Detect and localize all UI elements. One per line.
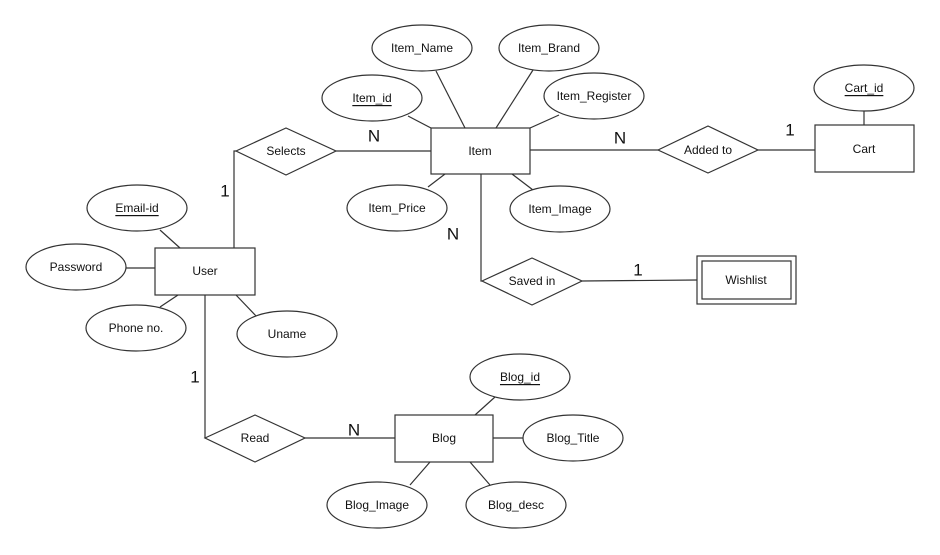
line-user-selects: [233, 150, 236, 248]
entity-cart[interactable]: Cart: [814, 124, 915, 173]
line-phone: [159, 294, 179, 308]
entity-label: Cart: [853, 142, 876, 156]
attribute-item-image[interactable]: Item_Image: [509, 185, 611, 233]
attribute-label: Item_Name: [391, 41, 453, 55]
line-item-savedin: [480, 174, 482, 282]
attribute-password[interactable]: Password: [25, 243, 127, 291]
cardinality-label: 1: [785, 121, 794, 140]
line-blog-id: [474, 396, 496, 416]
relationship-read[interactable]: Read: [203, 414, 307, 463]
cardinality-label: N: [447, 225, 459, 244]
attribute-cart-id-key[interactable]: Cart_id: [813, 64, 915, 112]
line-item-brand: [495, 69, 534, 129]
attribute-label: Item_id: [352, 91, 391, 105]
relationship-label: Read: [241, 431, 270, 445]
cardinality-label: 1: [633, 261, 642, 280]
attribute-label: Password: [50, 260, 103, 274]
line-blog-image: [409, 461, 431, 486]
entity-wishlist-weak[interactable]: Wishlist: [696, 255, 797, 305]
cardinality-label: N: [614, 129, 626, 148]
line-item-image: [511, 173, 534, 191]
attribute-label: Blog_Title: [547, 431, 600, 445]
attribute-item-register[interactable]: Item_Register: [543, 72, 645, 120]
relationship-label: Selects: [266, 144, 305, 158]
line-item-price: [427, 173, 446, 188]
cardinality-label: 1: [190, 368, 199, 387]
attribute-label: Item_Brand: [518, 41, 580, 55]
attribute-label: Item_Image: [528, 202, 592, 216]
attribute-item-price[interactable]: Item_Price: [346, 184, 448, 232]
attribute-blog-id-key[interactable]: Blog_id: [469, 353, 571, 401]
attribute-label: Phone no.: [109, 321, 164, 335]
line-item-name: [435, 70, 466, 129]
attribute-label: Item_Price: [368, 201, 426, 215]
relationship-added-to[interactable]: Added to: [656, 125, 760, 174]
attribute-blog-desc[interactable]: Blog_desc: [465, 481, 567, 529]
entity-user[interactable]: User: [154, 247, 256, 296]
cardinality-label: N: [348, 421, 360, 440]
line-savedin-wishlist: [581, 279, 698, 282]
line-blog-desc: [469, 461, 491, 486]
attribute-item-id-key[interactable]: Item_id: [321, 74, 423, 122]
entity-blog[interactable]: Blog: [394, 414, 494, 463]
relationship-selects[interactable]: Selects: [234, 127, 338, 176]
entity-label: Wishlist: [725, 273, 767, 287]
line-item-id: [407, 115, 432, 129]
attribute-phone-no[interactable]: Phone no.: [85, 304, 187, 352]
attribute-item-name[interactable]: Item_Name: [371, 24, 473, 72]
attribute-blog-image[interactable]: Blog_Image: [326, 481, 428, 529]
entity-item[interactable]: Item: [430, 127, 531, 175]
entity-label: Item: [468, 144, 491, 158]
line-uname: [235, 294, 259, 319]
attribute-label: Cart_id: [845, 81, 884, 95]
line-item-register: [529, 114, 560, 129]
relationship-label: Added to: [684, 143, 732, 157]
attribute-label: Uname: [268, 327, 307, 341]
cardinalities: 1 N N 1 N 1 1 N: [190, 121, 794, 440]
entity-label: Blog: [432, 431, 456, 445]
line-email-id: [159, 229, 181, 249]
cardinality-label: N: [368, 127, 380, 146]
relationship-label: Saved in: [509, 274, 556, 288]
attribute-label: Blog_desc: [488, 498, 544, 512]
attribute-label: Blog_Image: [345, 498, 409, 512]
attribute-uname[interactable]: Uname: [236, 310, 338, 358]
cardinality-label: 1: [220, 182, 229, 201]
attribute-item-brand[interactable]: Item_Brand: [498, 24, 600, 72]
attribute-label: Email-id: [115, 201, 158, 215]
attribute-label: Blog_id: [500, 370, 540, 384]
relationship-saved-in[interactable]: Saved in: [480, 257, 584, 306]
entity-label: User: [192, 264, 217, 278]
attribute-email-id-key[interactable]: Email-id: [86, 184, 188, 232]
connectors: [126, 69, 865, 486]
attribute-blog-title[interactable]: Blog_Title: [522, 414, 624, 462]
attribute-label: Item_Register: [557, 89, 632, 103]
